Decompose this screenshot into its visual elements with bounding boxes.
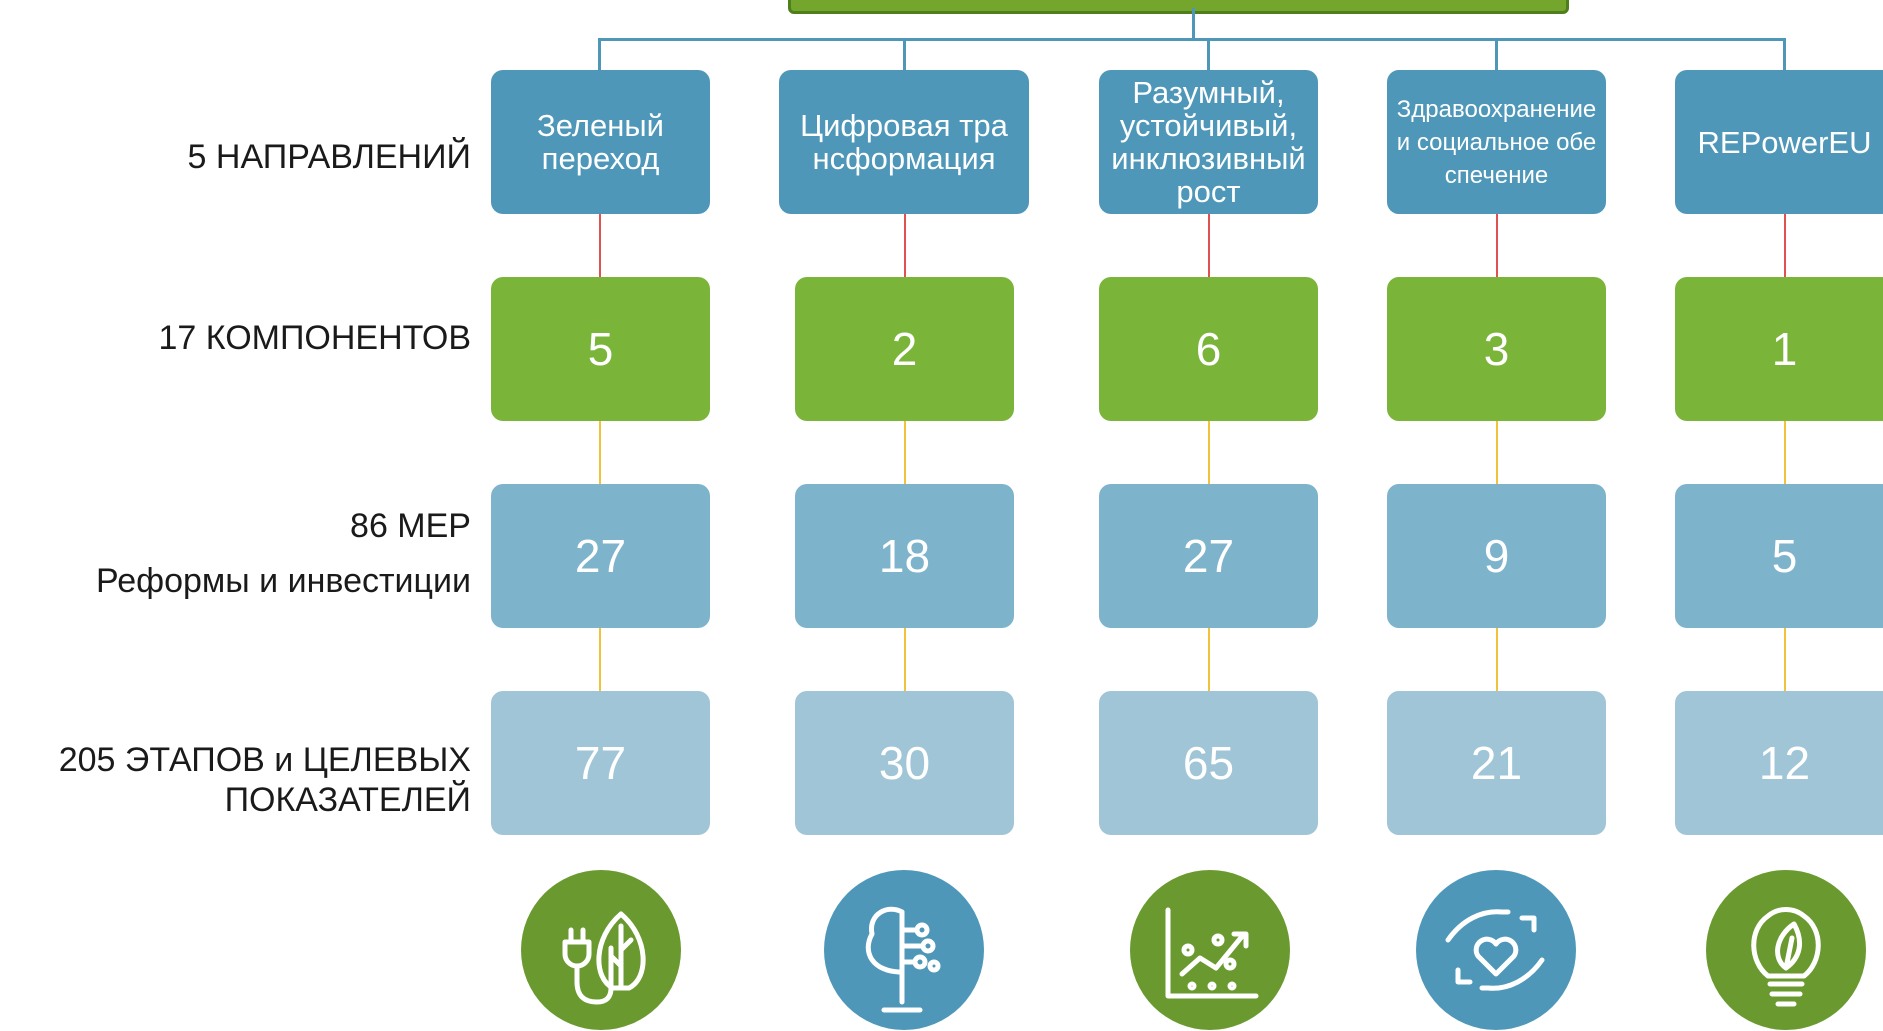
- connector-top-5: [1783, 38, 1786, 70]
- digital-tree-icon: [824, 870, 984, 1030]
- row-label-stages-line2: ПОКАЗАТЕЛЕЙ: [224, 781, 471, 819]
- measures-value: 5: [1771, 530, 1798, 582]
- components-value: 2: [891, 323, 918, 375]
- growth-chart-icon: [1130, 870, 1290, 1030]
- direction-box-digital-transformation: Цифровая трансформация: [779, 70, 1029, 214]
- stages-value: 21: [1470, 737, 1523, 789]
- row-label-directions: 5 НАПРАВЛЕНИЙ: [187, 138, 471, 176]
- connector-yellow-4a: [1496, 421, 1498, 484]
- direction-label: REPowerEU: [1697, 124, 1872, 160]
- top-category-bar: [788, 0, 1569, 14]
- direction-box-smart-growth: Разумный, устойчивый, инклюзивный рост: [1099, 70, 1318, 214]
- components-value: 1: [1771, 323, 1798, 375]
- stages-value: 30: [878, 737, 931, 789]
- measures-value: 9: [1483, 530, 1510, 582]
- row-label-components: 17 КОМПОНЕНТОВ: [158, 319, 472, 357]
- direction-label: Разумный, устойчивый, инклюзивный рост: [1111, 75, 1306, 209]
- components-box-5: 1: [1675, 277, 1883, 421]
- measures-box-4: 9: [1387, 484, 1606, 628]
- measures-value: 18: [878, 530, 931, 582]
- measures-value: 27: [1182, 530, 1235, 582]
- measures-box-3: 27: [1099, 484, 1318, 628]
- connector-top-4: [1495, 38, 1498, 70]
- connector-yellow-1b: [599, 628, 601, 691]
- connector-yellow-2b: [904, 628, 906, 691]
- stages-box-5: 12: [1675, 691, 1883, 835]
- row-label-measures-line2: Реформы и инвестиции: [96, 562, 471, 600]
- connector-yellow-3a: [1208, 421, 1210, 484]
- measures-value: 27: [574, 530, 627, 582]
- connector-yellow-1a: [599, 421, 601, 484]
- measures-box-1: 27: [491, 484, 710, 628]
- components-value: 3: [1483, 323, 1510, 375]
- connector-top-1: [598, 38, 601, 70]
- stages-value: 65: [1182, 737, 1235, 789]
- direction-box-green-transition: Зеленый переход: [491, 70, 710, 214]
- direction-label: Цифровая трансформация: [800, 108, 1008, 176]
- connector-yellow-2a: [904, 421, 906, 484]
- direction-label: Здравоохранение и социальное обеспечение: [1396, 95, 1597, 189]
- connector-red-2: [904, 214, 906, 277]
- stages-value: 77: [574, 737, 627, 789]
- connector-top-2: [903, 38, 906, 70]
- components-value: 5: [587, 323, 614, 375]
- connector-yellow-4b: [1496, 628, 1498, 691]
- trunk-line: [1192, 8, 1195, 40]
- care-heart-icon: [1416, 870, 1576, 1030]
- stages-box-3: 65: [1099, 691, 1318, 835]
- connector-yellow-5a: [1784, 421, 1786, 484]
- direction-label: Зеленый переход: [537, 108, 664, 176]
- connector-red-1: [599, 214, 601, 277]
- components-value: 6: [1195, 323, 1222, 375]
- stages-box-2: 30: [795, 691, 1014, 835]
- direction-box-healthcare: Здравоохранение и социальное обеспечение: [1387, 70, 1606, 214]
- connector-yellow-3b: [1208, 628, 1210, 691]
- row-label-stages: 205 ЭТАПОВ и ЦЕЛЕВЫХ ПОКАЗАТЕЛЕЙ: [59, 740, 471, 820]
- components-box-4: 3: [1387, 277, 1606, 421]
- stages-box-4: 21: [1387, 691, 1606, 835]
- connector-red-5: [1784, 214, 1786, 277]
- row-label-measures-line1: 86 МЕР: [350, 507, 471, 545]
- row-label-stages-line1: 205 ЭТАПОВ и ЦЕЛЕВЫХ: [58, 741, 471, 779]
- stages-value: 12: [1758, 737, 1811, 789]
- measures-box-2: 18: [795, 484, 1014, 628]
- connector-red-4: [1496, 214, 1498, 277]
- connector-yellow-5b: [1784, 628, 1786, 691]
- eco-bulb-icon: [1706, 870, 1866, 1030]
- stages-box-1: 77: [491, 691, 710, 835]
- direction-box-repowereu: REPowerEU: [1675, 70, 1883, 214]
- measures-box-5: 5: [1675, 484, 1883, 628]
- branch-line: [600, 38, 1785, 41]
- components-box-3: 6: [1099, 277, 1318, 421]
- connector-red-3: [1208, 214, 1210, 277]
- row-label-measures: 86 МЕР Реформы и инвестиции: [96, 506, 471, 601]
- connector-top-3: [1207, 38, 1210, 70]
- plug-leaf-icon: [521, 870, 681, 1030]
- components-box-1: 5: [491, 277, 710, 421]
- components-box-2: 2: [795, 277, 1014, 421]
